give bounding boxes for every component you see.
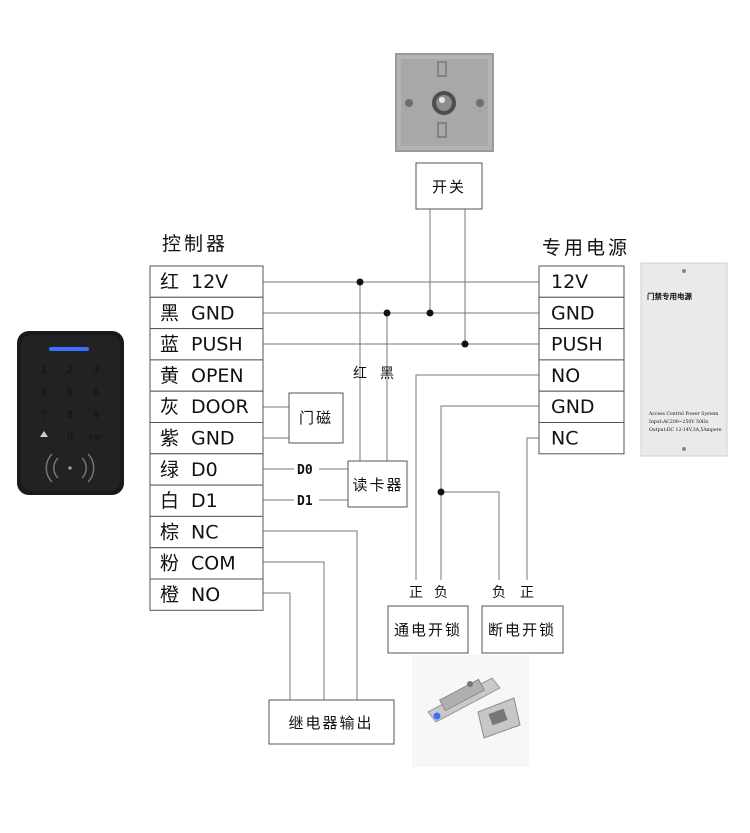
controller-signal: 12V bbox=[191, 271, 228, 293]
controller-wire-color: 橙 bbox=[160, 584, 179, 606]
lock-pos-label: 正 bbox=[520, 585, 535, 601]
controller-wire-color: 白 bbox=[160, 490, 179, 512]
keypad-key: 5 bbox=[67, 388, 73, 399]
power-on-lock-label: 通电开锁 bbox=[394, 621, 462, 639]
status-led-icon bbox=[49, 347, 89, 351]
power-supply-signal: NO bbox=[551, 365, 580, 387]
rfid-icon bbox=[45, 453, 95, 483]
power-device-text: Output:DC 12-14V,3A,5Ampere bbox=[649, 427, 722, 433]
power-supply-signal: PUSH bbox=[551, 334, 603, 356]
power-device-text: Access Control Power System bbox=[648, 411, 719, 417]
controller-row bbox=[149, 453, 264, 486]
controller-signal: NC bbox=[191, 521, 218, 543]
relay-output-label: 继电器输出 bbox=[288, 714, 373, 732]
keypad-key: 3 bbox=[93, 365, 99, 376]
wires bbox=[263, 209, 539, 700]
controller-row bbox=[149, 390, 264, 424]
exit-button-device bbox=[395, 53, 494, 152]
power-supply-signal: GND bbox=[551, 302, 595, 324]
d1-wire-label: D1 bbox=[297, 494, 313, 509]
d0-wire-label: D0 bbox=[297, 463, 313, 478]
relay-output-box bbox=[268, 699, 395, 745]
controller-wire-color: 红 bbox=[160, 271, 179, 293]
controller-signal: COM bbox=[191, 553, 236, 575]
power-off-lock-label: 断电开锁 bbox=[488, 621, 556, 639]
power-supply-row bbox=[538, 390, 625, 424]
controller-wire-color: 棕 bbox=[160, 521, 179, 543]
keypad-key: 4 bbox=[41, 388, 47, 399]
lock-neg-label: 负 bbox=[434, 585, 449, 601]
controller-title: 控制器 bbox=[162, 233, 228, 255]
keypad-key: 7 bbox=[41, 410, 47, 421]
card-reader-label: 读卡器 bbox=[352, 476, 403, 494]
lock-hardware-image bbox=[412, 655, 529, 767]
card-reader-box bbox=[347, 460, 408, 508]
power-supply-signal: NC bbox=[551, 428, 578, 450]
reader-wire-black-label: 黑 bbox=[380, 366, 395, 382]
switch-box bbox=[415, 162, 483, 210]
controller-row bbox=[149, 296, 264, 330]
controller-row bbox=[149, 328, 264, 361]
keypad-device: 1 2 3 4 5 6 7 8 9 0 ENT bbox=[17, 331, 124, 495]
power-supply-row bbox=[538, 422, 625, 455]
reader-wire-red-label: 红 bbox=[353, 366, 368, 382]
controller-wire-color: 绿 bbox=[160, 459, 179, 481]
controller-wire-color: 粉 bbox=[160, 553, 179, 575]
controller-signal: GND bbox=[191, 302, 235, 324]
controller-row bbox=[149, 515, 264, 549]
lock-neg-label: 负 bbox=[492, 585, 507, 601]
controller-row bbox=[149, 265, 264, 298]
controller-row bbox=[149, 578, 264, 611]
controller-wire-color: 黑 bbox=[160, 302, 179, 324]
keypad-key: 0 bbox=[67, 432, 73, 443]
controller-signal: D1 bbox=[191, 490, 218, 512]
controller-signal: D0 bbox=[191, 459, 218, 481]
keypad-key: 8 bbox=[67, 410, 73, 421]
controller-table: 红 12V 黑 GND 蓝 PUSH 黄 OPEN 灰 DOOR 紫 GND 绿 D0 白 D1 棕 NC 粉 COM… bbox=[149, 265, 264, 611]
bell-icon bbox=[40, 431, 48, 437]
power-supply-row bbox=[538, 328, 625, 361]
door-sensor-box bbox=[288, 392, 344, 444]
controller-signal: GND bbox=[191, 428, 235, 450]
power-supply-title: 专用电源 bbox=[542, 237, 630, 259]
switch-label: 开关 bbox=[432, 178, 466, 196]
controller-signal: NO bbox=[191, 584, 220, 606]
power-off-lock-box bbox=[481, 605, 564, 654]
lock-pos-label: 正 bbox=[409, 585, 424, 601]
controller-wire-color: 黄 bbox=[160, 365, 179, 387]
door-sensor-label: 门磁 bbox=[299, 409, 333, 427]
keypad-key: 9 bbox=[93, 410, 99, 421]
power-device-label: 门禁专用电源 bbox=[647, 291, 692, 301]
power-device-text: Input:AC200~250V 50Hz bbox=[649, 419, 709, 425]
power-supply-row bbox=[538, 296, 625, 330]
keypad-key: 1 bbox=[41, 365, 47, 376]
keypad-key: 6 bbox=[93, 388, 99, 399]
controller-wire-color: 蓝 bbox=[160, 334, 179, 356]
junctions bbox=[356, 278, 469, 496]
power-supply-table: 12V GND PUSH NO GND NC bbox=[538, 265, 625, 455]
power-supply-device: 门禁专用电源 Access Control Power System Input… bbox=[640, 262, 728, 457]
keypad-key: 2 bbox=[67, 365, 73, 376]
controller-wire-color: 灰 bbox=[160, 396, 179, 418]
controller-signal: PUSH bbox=[191, 334, 243, 356]
power-on-lock-box bbox=[387, 605, 469, 654]
controller-wire-color: 紫 bbox=[160, 428, 179, 450]
power-supply-signal: 12V bbox=[551, 271, 588, 293]
keypad-key: ENT bbox=[89, 434, 104, 442]
controller-signal: DOOR bbox=[191, 396, 249, 418]
controller-row bbox=[149, 359, 264, 392]
power-supply-signal: GND bbox=[551, 396, 595, 418]
controller-signal: OPEN bbox=[191, 365, 244, 387]
